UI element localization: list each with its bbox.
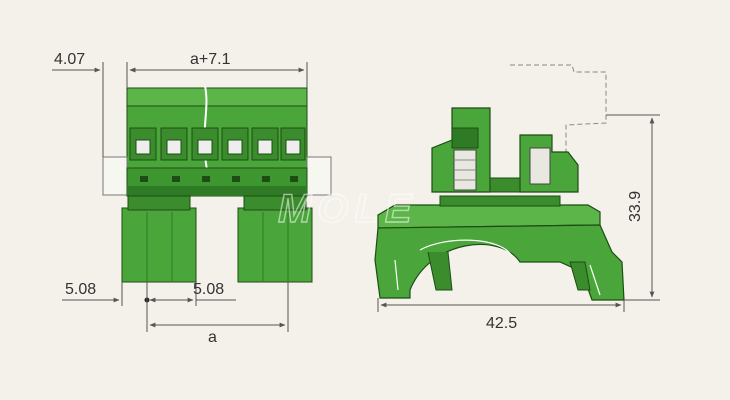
- dim-height: 33.9: [627, 191, 644, 222]
- terminal-window: [191, 127, 219, 161]
- terminal-windows: [129, 127, 306, 161]
- dim-pitch-left: 5.08: [65, 281, 96, 298]
- terminal-window: [160, 127, 188, 161]
- terminal-window: [251, 127, 279, 161]
- terminal-window: [280, 127, 306, 161]
- front-housing-top: [126, 87, 308, 107]
- right-side-tab: [306, 156, 332, 196]
- left-leg: [121, 207, 197, 283]
- terminal-window: [129, 127, 157, 161]
- phantom-outline: [510, 64, 607, 162]
- dim-side-margin: 4.07: [54, 51, 85, 68]
- left-side-tab: [102, 156, 128, 196]
- side-dimension-lines: [377, 114, 660, 312]
- front-view: [102, 85, 332, 303]
- screw-head: [451, 127, 479, 149]
- front-dimension-lines: [52, 62, 308, 332]
- side-view: [374, 64, 625, 301]
- watermark-logo: MOLE: [278, 187, 418, 231]
- terminal-window: [221, 127, 249, 161]
- dim-depth: 42.5: [486, 315, 517, 332]
- dim-top-width: a+7.1: [190, 51, 231, 68]
- dim-pitch-right: 5.08: [193, 281, 224, 298]
- din-base-inner: [394, 239, 601, 296]
- dim-base-width: a: [208, 329, 217, 346]
- metal-strip: [439, 195, 561, 207]
